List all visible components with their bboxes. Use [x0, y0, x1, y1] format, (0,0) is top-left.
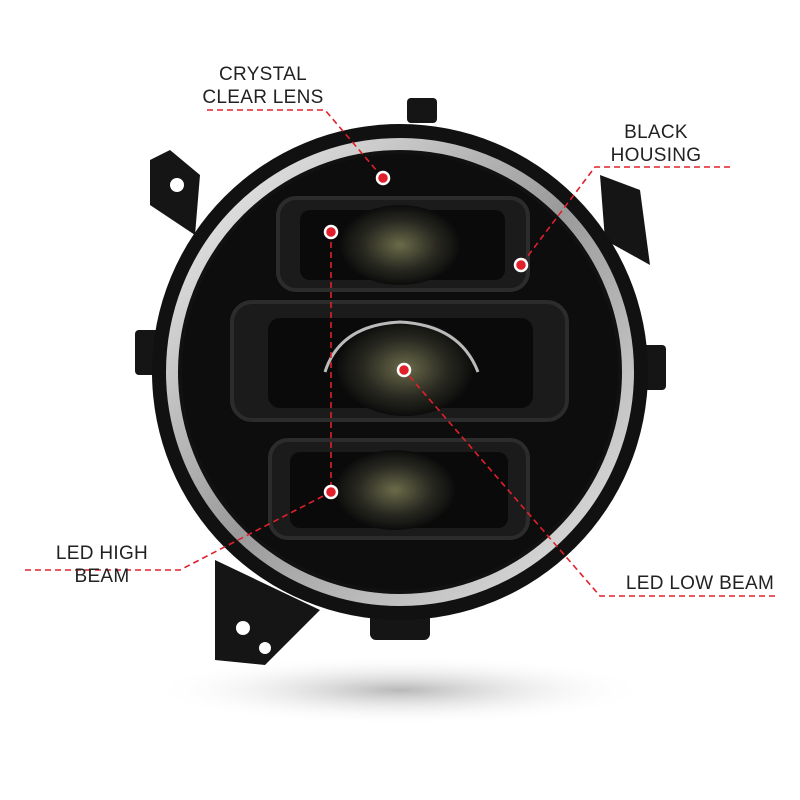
housing-line2: HOUSING: [610, 145, 702, 166]
low-beam-leader: [403, 369, 775, 597]
lens-line1: CRYSTAL: [219, 64, 307, 85]
high-beam-leader: [25, 491, 332, 571]
lens-module-top: [276, 196, 530, 292]
callout-low-beam-label: LED LOW BEAM: [624, 572, 776, 595]
low-beam-dot: [396, 362, 412, 378]
lens-module-middle: [230, 300, 569, 422]
lens-line2: CLEAR LENS: [202, 87, 324, 108]
callout-dots: [323, 170, 529, 500]
low-beam-text: LED LOW BEAM: [625, 573, 775, 594]
drop-shadow: [150, 655, 650, 725]
housing-dot: [513, 257, 529, 273]
lens-dot: [375, 170, 391, 186]
lens-module-bottom: [268, 438, 530, 540]
chrome-ring: [166, 138, 634, 606]
high-beam-dot-top: [323, 224, 339, 240]
callout-lens-label: CRYSTAL CLEAR LENS: [200, 63, 326, 109]
callout-housing-label: BLACK HOUSING: [600, 121, 712, 167]
callout-high-beam-label: LED HIGH BEAM: [26, 542, 178, 588]
callout-lines: [25, 109, 775, 597]
housing-line1: BLACK: [624, 122, 688, 143]
high-beam-dot: [323, 484, 339, 500]
high-beam-text: LED HIGH BEAM: [55, 543, 149, 587]
housing-leader: [520, 166, 730, 266]
